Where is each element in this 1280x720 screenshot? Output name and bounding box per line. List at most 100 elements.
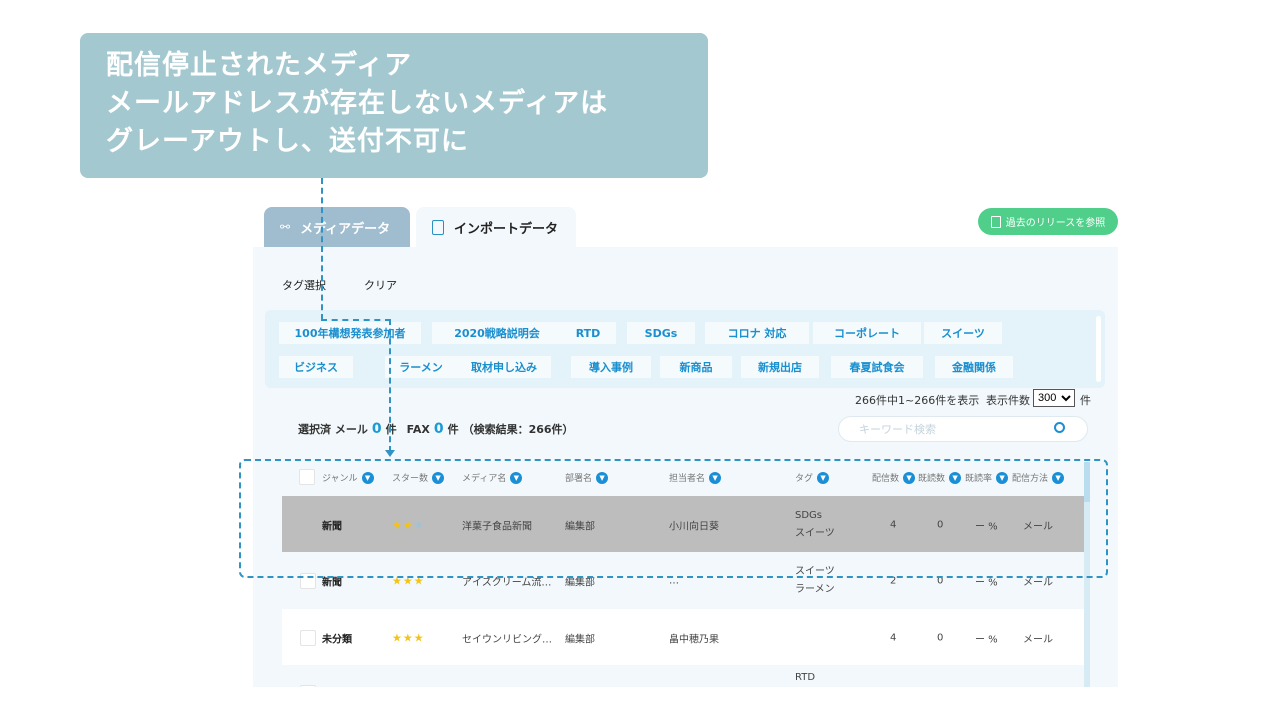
column-header[interactable]: 担当者名▼: [669, 471, 722, 484]
label: FAX: [406, 423, 430, 436]
select-all-checkbox[interactable]: [299, 469, 315, 485]
header-label: スター数: [392, 474, 429, 484]
chevron-down-icon[interactable]: ▼: [510, 471, 523, 484]
header-label: 部署名: [565, 474, 593, 484]
sent-count: 4: [890, 519, 897, 530]
tag-chip[interactable]: コロナ 対応: [705, 322, 809, 344]
media-name[interactable]: 洋菓子食品新聞: [462, 521, 532, 532]
table-row[interactable]: RTD: [282, 665, 1084, 687]
chevron-down-icon[interactable]: ▼: [709, 471, 722, 484]
connector-line: [321, 178, 323, 320]
tag-chip[interactable]: SDGs: [627, 322, 695, 344]
search-input[interactable]: キーワード検索: [838, 416, 1088, 442]
column-header[interactable]: ジャンル▼: [322, 471, 374, 484]
per-page-select[interactable]: 300: [1033, 389, 1075, 407]
genre: 未分類: [322, 634, 352, 645]
arrow-head-icon: [385, 450, 395, 457]
row-checkbox[interactable]: [300, 629, 316, 646]
column-header[interactable]: 配信数▼: [872, 471, 916, 484]
chevron-down-icon[interactable]: ▼: [996, 471, 1009, 484]
user-badge-icon: [432, 219, 444, 235]
selection-summary: 選択済 メール 0 件 FAX 0 件 （検索結果：266件）: [298, 421, 574, 437]
column-header[interactable]: 既読数▼: [918, 471, 962, 484]
header-label: 配信方法: [1012, 474, 1049, 484]
chevron-down-icon[interactable]: ▼: [432, 471, 445, 484]
column-header[interactable]: メディア名▼: [462, 471, 523, 484]
chevron-down-icon[interactable]: ▼: [903, 471, 916, 484]
tag-chip[interactable]: ビジネス: [279, 356, 353, 378]
read-rate: ー %: [975, 577, 998, 588]
connector-line: [389, 319, 391, 452]
tag-select-label: タグ選択: [282, 279, 326, 292]
chevron-down-icon[interactable]: ▼: [596, 471, 609, 484]
chevron-down-icon[interactable]: ▼: [949, 471, 962, 484]
button-label: 過去のリリースを参照: [1005, 218, 1106, 229]
result-count: （検索結果：266件）: [462, 423, 574, 436]
contact-person: 小川向日葵: [669, 521, 719, 532]
read-count: 0: [937, 632, 944, 643]
callout-line: 配信停止されたメディア: [106, 50, 413, 81]
tag-chip[interactable]: 導入事例: [571, 356, 651, 378]
tags: RTD: [795, 672, 816, 683]
share-icon: ⚯: [280, 220, 291, 234]
tab-label: インポートデータ: [454, 221, 559, 237]
table-scrollbar[interactable]: [1084, 462, 1090, 687]
read-count: 0: [937, 519, 944, 530]
column-header[interactable]: 既読率▼: [965, 471, 1009, 484]
tag-chip[interactable]: 100年構想発表参加者: [279, 322, 421, 344]
column-header[interactable]: 部署名▼: [565, 471, 609, 484]
per-page-label: 表示件数: [986, 394, 1030, 407]
read-rate: ー %: [975, 634, 998, 645]
genre: 新聞: [322, 521, 342, 532]
read-count: 0: [937, 575, 944, 586]
media-name[interactable]: アイスクリーム流…: [462, 577, 552, 588]
sent-count: 2: [890, 575, 897, 586]
mail-count: 0: [371, 421, 382, 437]
tag-chip[interactable]: 新規出店: [741, 356, 819, 378]
tags: SDGs スイーツ: [795, 509, 835, 539]
tag-chip[interactable]: ラーメン: [385, 356, 457, 378]
row-checkbox[interactable]: [300, 685, 316, 687]
header-label: 配信数: [872, 474, 900, 484]
search-icon[interactable]: [1054, 422, 1065, 433]
document-icon: [990, 215, 1001, 228]
label: 件: [447, 423, 459, 436]
delivery-method: メール: [1023, 634, 1053, 645]
sent-count: 4: [890, 632, 897, 643]
clear-button[interactable]: クリア: [364, 279, 397, 292]
header-label: 担当者名: [669, 474, 706, 484]
chevron-down-icon[interactable]: ▼: [361, 471, 374, 484]
tag-chip[interactable]: 新商品: [660, 356, 732, 378]
callout-line: グレーアウトし、送付不可に: [106, 126, 469, 157]
column-header[interactable]: タグ▼: [795, 471, 830, 484]
media-name[interactable]: セイウンリビング…: [462, 634, 552, 645]
tag-chip[interactable]: 春夏試食会: [831, 356, 923, 378]
tag-chip[interactable]: 取材申し込み: [457, 356, 551, 378]
department: 編集部: [565, 577, 595, 588]
star-rating: ★★★: [392, 631, 425, 644]
scrollbar[interactable]: [1096, 316, 1101, 382]
tag-chip[interactable]: RTD: [560, 322, 616, 344]
header-label: メディア名: [462, 474, 507, 484]
tab-label: メディアデータ: [300, 221, 391, 237]
header-label: ジャンル: [322, 474, 358, 484]
chevron-down-icon[interactable]: ▼: [1052, 471, 1065, 484]
fax-count: 0: [433, 421, 444, 437]
label: 件: [385, 423, 397, 436]
annotation-callout: 配信停止されたメディア メールアドレスが存在しないメディアは グレーアウトし、送…: [80, 33, 708, 178]
tag-chip[interactable]: 金融関係: [935, 356, 1013, 378]
chevron-down-icon[interactable]: ▼: [817, 471, 830, 484]
tab-media-data[interactable]: ⚯ メディアデータ: [264, 207, 410, 247]
tag-chip[interactable]: スイーツ: [924, 322, 1002, 344]
past-releases-button[interactable]: 過去のリリースを参照: [978, 208, 1118, 235]
column-header[interactable]: 配信方法▼: [1012, 471, 1065, 484]
column-header[interactable]: スター数▼: [392, 471, 445, 484]
tag-chip[interactable]: 2020戦略説明会: [432, 322, 562, 344]
tag-chip[interactable]: コーポレート: [813, 322, 921, 344]
header-label: 既読率: [965, 474, 993, 484]
tab-import-data[interactable]: インポートデータ: [416, 207, 576, 247]
